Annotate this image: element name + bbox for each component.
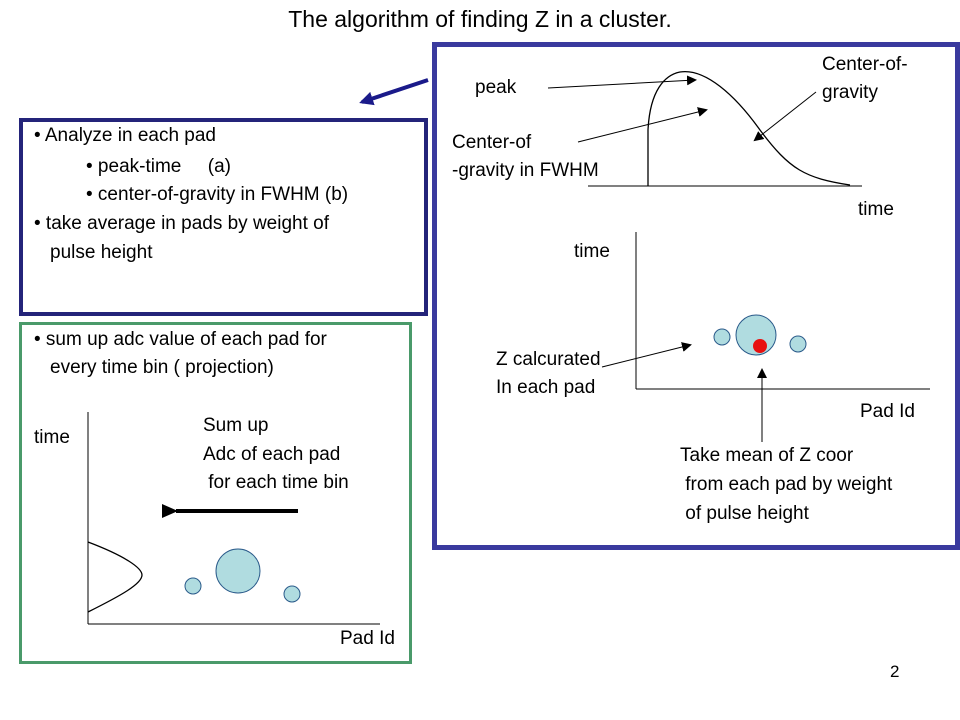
analyze-line5: pulse height: [50, 242, 153, 263]
pointer-arrow: [359, 78, 429, 106]
label-fwhm-line2: -gravity in FWHM: [452, 160, 599, 181]
pulse-curve: [647, 71, 851, 186]
right-plot-x-label: Pad Id: [860, 401, 915, 422]
label-mean-line3: of pulse height: [680, 503, 809, 524]
sum-note-line2: Adc of each pad: [203, 444, 341, 465]
z-arrow: [601, 342, 692, 368]
proj-circle-right: [283, 585, 301, 603]
pulse-time-axis-label: time: [858, 199, 894, 220]
label-cog-line1: Center-of-: [822, 54, 908, 75]
peak-arrow: [547, 75, 697, 89]
right-plot-y-label: time: [574, 241, 610, 262]
sum-line1: • sum up adc value of each pad for: [34, 329, 327, 350]
pad-circle-left: [713, 328, 731, 346]
label-z-line1: Z calcurated: [496, 349, 601, 370]
algorithm-box: [432, 42, 960, 550]
left-plot-y-label: time: [34, 427, 70, 448]
sum-box: [19, 322, 412, 664]
sum-note-line3: for each time bin: [203, 472, 349, 493]
label-mean-line2: from each pad by weight: [680, 474, 893, 495]
mean-z-dot: [753, 339, 767, 353]
sum-line2: every time bin ( projection): [50, 357, 274, 378]
page-number: 2: [890, 662, 900, 681]
label-cog-line2: gravity: [822, 82, 878, 103]
cog-arrow: [753, 91, 817, 142]
label-mean-line1: Take mean of Z coor: [680, 445, 854, 466]
label-peak: peak: [475, 77, 517, 98]
analyze-box: [19, 118, 428, 316]
sum-note-line1: Sum up: [203, 415, 269, 436]
fwhm-arrow: [577, 107, 708, 143]
projection-curve: [87, 541, 143, 613]
analyze-line4: • take average in pads by weight of: [34, 213, 330, 234]
label-fwhm-line1: Center-of: [452, 132, 532, 153]
proj-circle-center: [215, 548, 261, 594]
analyze-line3: • center-of-gravity in FWHM (b): [86, 184, 349, 205]
slide-title: The algorithm of finding Z in a cluster.: [288, 6, 672, 32]
left-plot-x-label: Pad Id: [340, 628, 395, 649]
analyze-line2: • peak-time (a): [86, 156, 231, 177]
label-z-line2: In each pad: [496, 377, 596, 398]
pad-circle-right: [789, 335, 807, 353]
proj-circle-left: [184, 577, 202, 595]
analyze-line1: • Analyze in each pad: [34, 125, 217, 146]
